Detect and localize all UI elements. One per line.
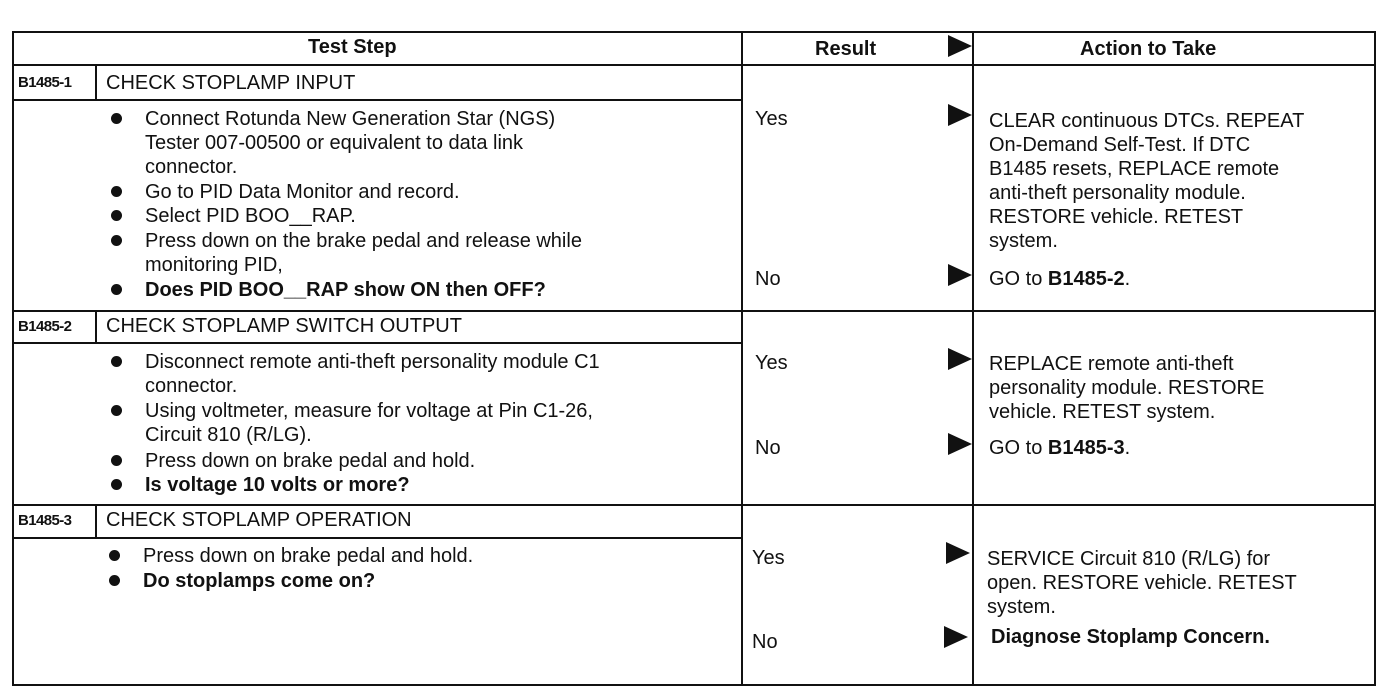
step-question: Is voltage 10 volts or more? bbox=[145, 474, 410, 496]
bullet-icon bbox=[111, 455, 122, 466]
step-instruction: Using voltmeter, measure for voltage at … bbox=[145, 400, 593, 446]
header-arrow-icon bbox=[948, 35, 972, 57]
title-underline bbox=[12, 99, 742, 101]
step-instruction: Press down on brake pedal and hold. bbox=[145, 450, 476, 472]
bullet-icon bbox=[111, 113, 122, 124]
step-instruction: Disconnect remote anti-theft personality… bbox=[145, 351, 600, 397]
step-instruction: Go to PID Data Monitor and record. bbox=[145, 181, 460, 203]
arrow-icon bbox=[946, 542, 970, 564]
result-yes: Yes bbox=[755, 352, 788, 374]
arrow-icon bbox=[948, 348, 972, 370]
action-text: SERVICE Circuit 810 (R/LG) for open. RES… bbox=[987, 548, 1297, 618]
step-separator bbox=[12, 310, 1376, 312]
header-bottom-border bbox=[12, 64, 1376, 66]
header-result: Result bbox=[815, 38, 877, 60]
table-top-border bbox=[12, 31, 1376, 33]
step-question: Do stoplamps come on? bbox=[143, 570, 376, 592]
result-no: No bbox=[755, 437, 781, 459]
title-underline bbox=[12, 537, 742, 539]
result-yes: Yes bbox=[755, 108, 788, 130]
arrow-icon bbox=[944, 626, 968, 648]
result-yes: Yes bbox=[752, 547, 785, 569]
step-title: CHECK STOPLAMP INPUT bbox=[106, 72, 356, 94]
step-instruction: Connect Rotunda New Generation Star (NGS… bbox=[145, 108, 556, 178]
arrow-icon bbox=[948, 104, 972, 126]
action-column-divider bbox=[972, 31, 974, 686]
bullet-icon bbox=[111, 186, 122, 197]
step-id-divider bbox=[95, 312, 97, 343]
step-instruction: Press down on the brake pedal and releas… bbox=[145, 230, 582, 276]
step-separator bbox=[12, 504, 1376, 506]
step-question: Does PID BOO__RAP show ON then OFF? bbox=[145, 279, 546, 301]
bullet-icon bbox=[111, 405, 122, 416]
step-id-divider bbox=[95, 66, 97, 100]
bullet-icon bbox=[111, 284, 122, 295]
action-text: GO to B1485-2. bbox=[989, 268, 1131, 290]
bullet-icon bbox=[109, 575, 120, 586]
arrow-icon bbox=[948, 433, 972, 455]
step-instruction: Select PID BOO__RAP. bbox=[145, 205, 356, 227]
arrow-icon bbox=[948, 264, 972, 286]
bullet-icon bbox=[111, 210, 122, 221]
bullet-icon bbox=[111, 235, 122, 246]
result-column-divider bbox=[741, 31, 743, 686]
bullet-icon bbox=[111, 356, 122, 367]
step-id-divider bbox=[95, 506, 97, 538]
table-left-border bbox=[12, 31, 14, 686]
action-text: REPLACE remote anti-theft personality mo… bbox=[989, 353, 1265, 423]
title-underline bbox=[12, 342, 742, 344]
header-test-step: Test Step bbox=[308, 36, 397, 58]
result-no: No bbox=[752, 631, 778, 653]
table-bottom-border bbox=[12, 684, 1376, 686]
result-no: No bbox=[755, 268, 781, 290]
action-text: GO to B1485-3. bbox=[989, 437, 1131, 459]
action-text: CLEAR continuous DTCs. REPEAT On-Demand … bbox=[989, 110, 1305, 252]
step-title: CHECK STOPLAMP OPERATION bbox=[106, 509, 412, 531]
step-id: B1485-2 bbox=[18, 318, 72, 335]
bullet-icon bbox=[109, 550, 120, 561]
step-id: B1485-3 bbox=[18, 512, 72, 529]
header-action-to-take: Action to Take bbox=[1080, 38, 1217, 60]
step-id: B1485-1 bbox=[18, 74, 72, 91]
step-title: CHECK STOPLAMP SWITCH OUTPUT bbox=[106, 315, 462, 337]
table-right-border bbox=[1374, 31, 1376, 686]
step-instruction: Press down on brake pedal and hold. bbox=[143, 545, 474, 567]
action-text: Diagnose Stoplamp Concern. bbox=[991, 626, 1270, 648]
bullet-icon bbox=[111, 479, 122, 490]
